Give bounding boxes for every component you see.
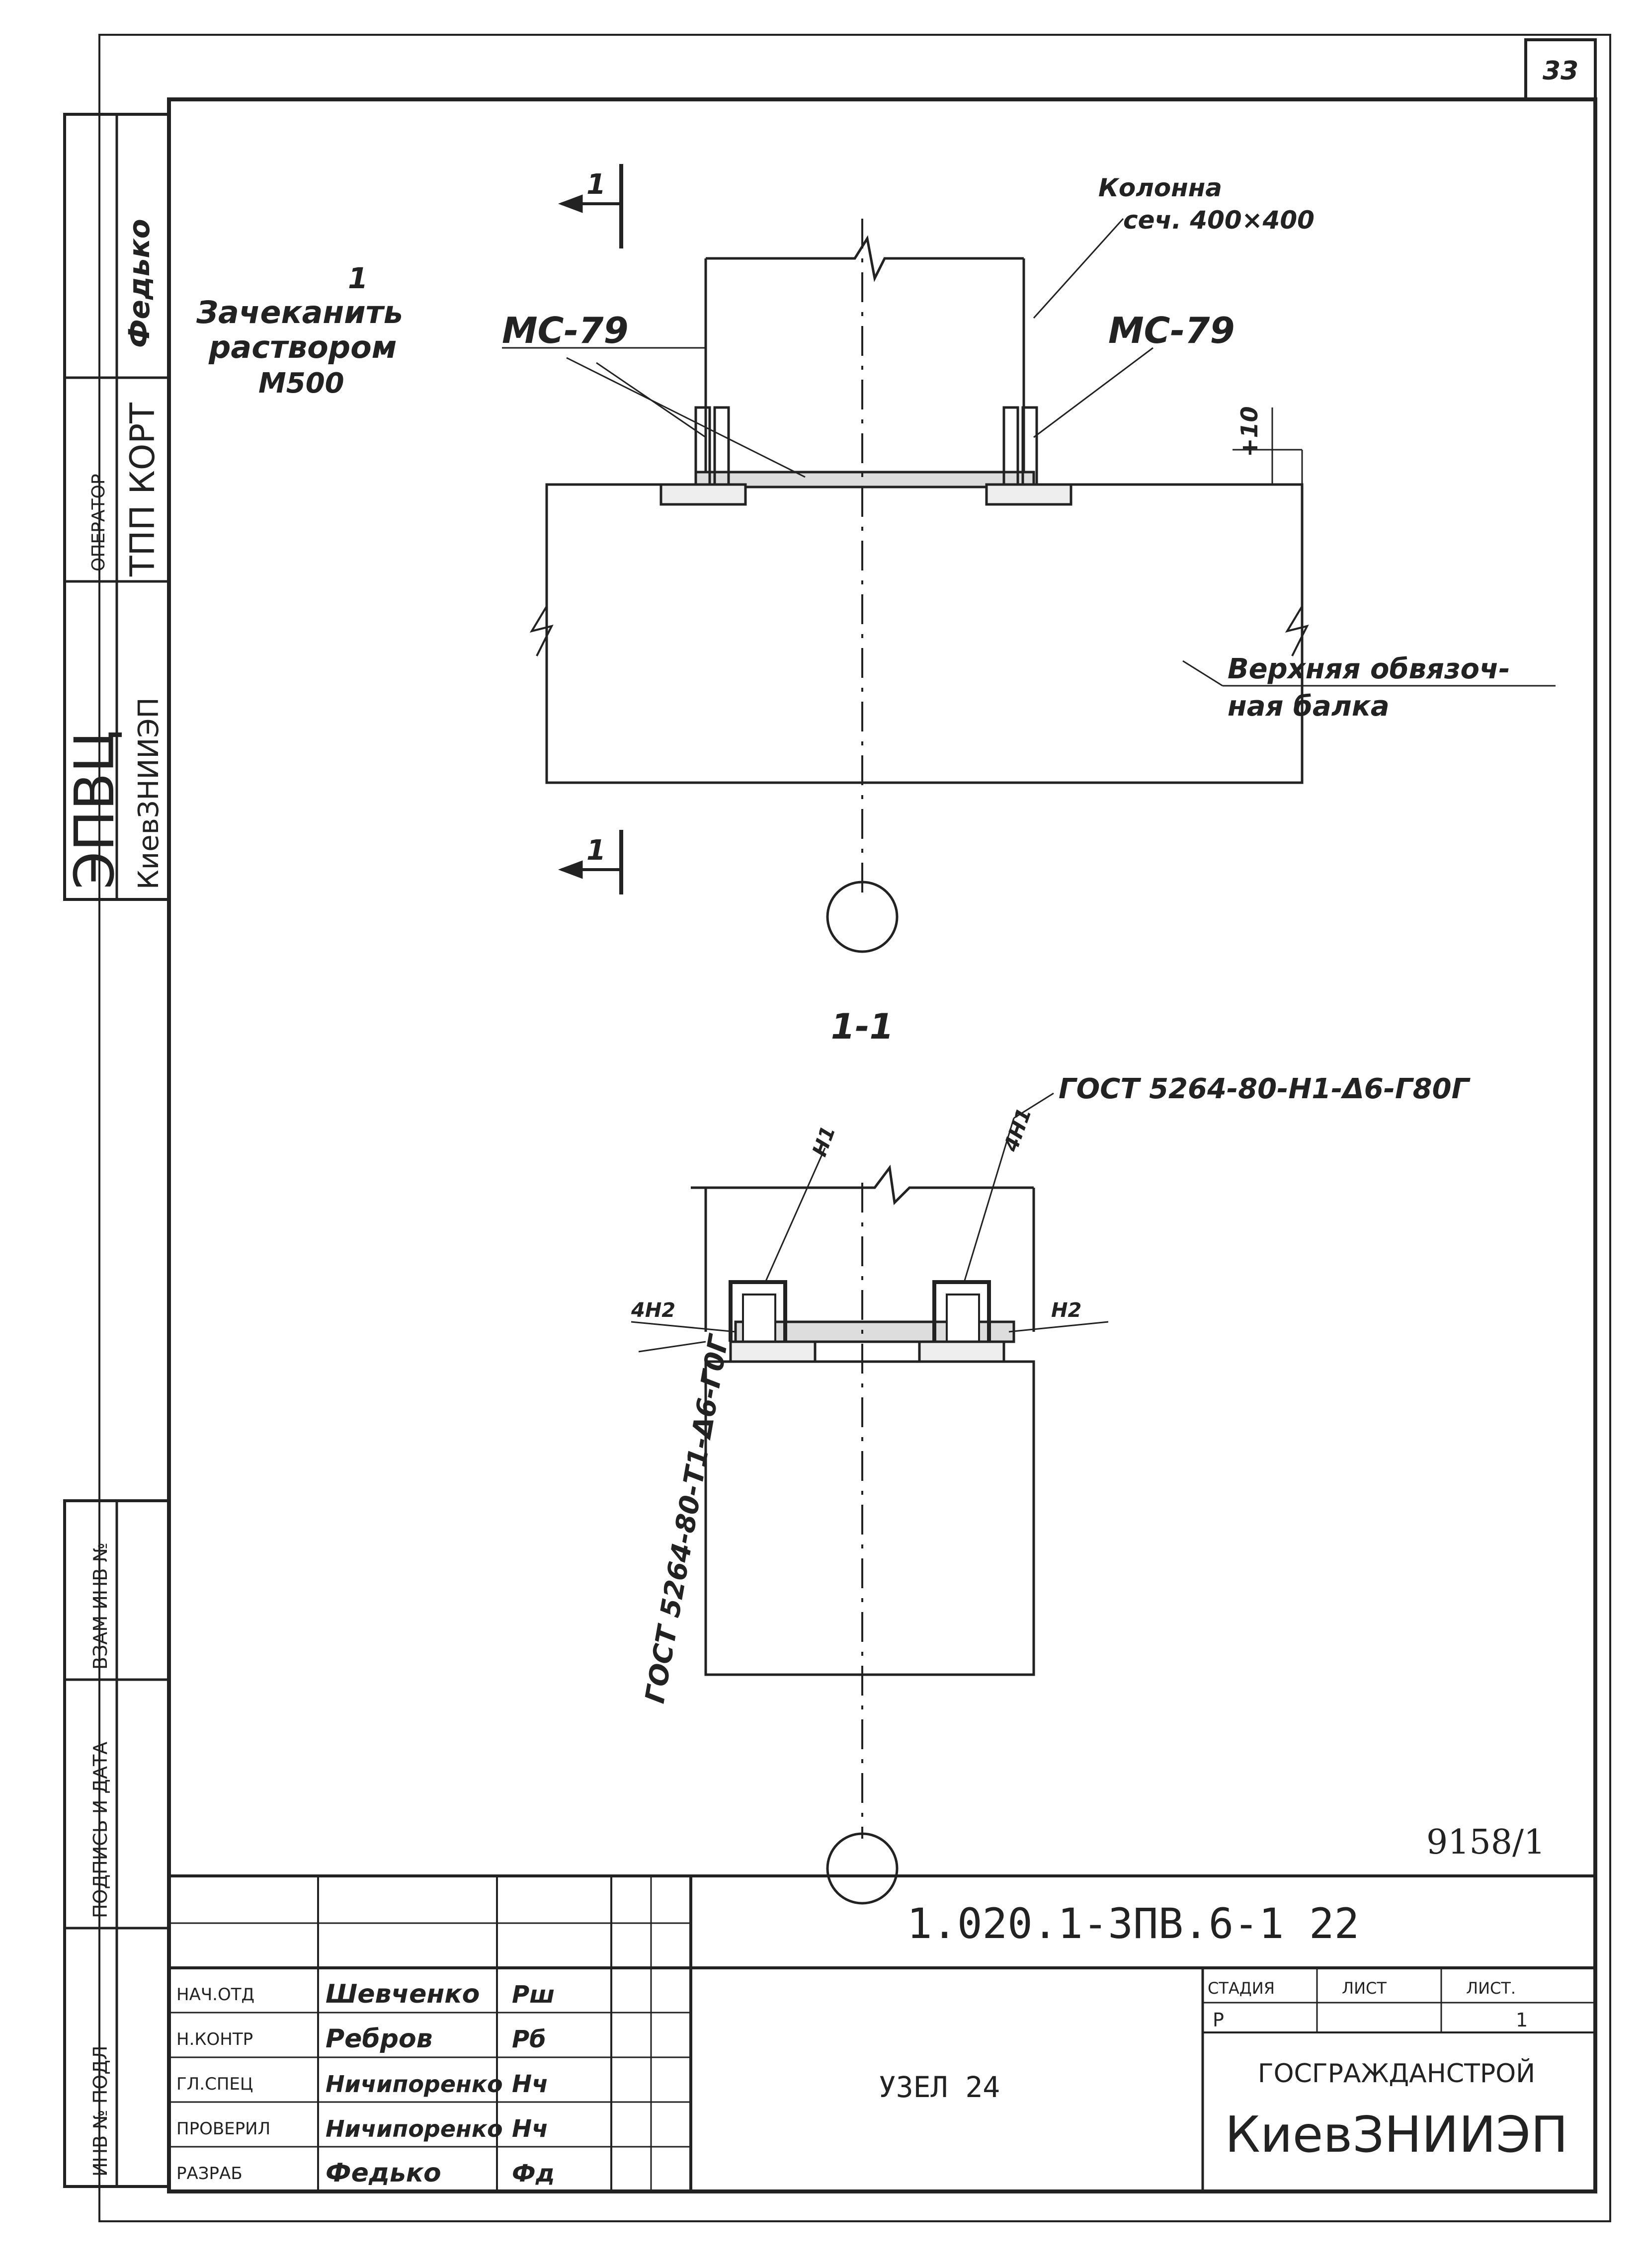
row2-role: Н.КОНТР xyxy=(176,2029,253,2049)
row5-sign: Фд xyxy=(512,2160,555,2187)
label-mc79-right: МС-79 xyxy=(1108,310,1235,351)
note-beam-line1: Верхняя обвязоч- xyxy=(1228,653,1510,685)
sheet-outer-border xyxy=(98,34,1611,2222)
org-line1: ГОСГРАЖДАНСТРОЙ xyxy=(1258,2058,1535,2089)
org-big: ЭПВЦ xyxy=(63,730,126,890)
anchor-right-1 xyxy=(1002,406,1019,486)
row2-sign: Рб xyxy=(512,2025,546,2053)
label-mc79-left: МС-79 xyxy=(502,310,629,351)
note-fill-line1: Зачеканить xyxy=(196,294,403,330)
anchor-left-1 xyxy=(694,406,711,486)
sheet-number-box xyxy=(1524,38,1597,101)
sheet-label: ЛИСТ xyxy=(1342,1979,1387,1998)
sheets-label: ЛИСТ. xyxy=(1466,1979,1516,1998)
row2-name: Ребров xyxy=(326,2024,433,2054)
podpis-data-label: ПОДПИСЬ И ДАТА xyxy=(89,1742,111,1918)
row3-role: ГЛ.СПЕЦ xyxy=(176,2074,253,2094)
note-fill-line3: М500 xyxy=(258,367,344,400)
row4-sign: Нч xyxy=(512,2115,548,2143)
row3-sign: Нч xyxy=(512,2070,548,2098)
row5-role: РАЗРАБ xyxy=(176,2164,243,2184)
label-n2: Н2 xyxy=(1051,1299,1081,1322)
operator-signature: Федько xyxy=(122,219,156,348)
note-fill-line2: раствором xyxy=(208,329,397,365)
note-column-line1: Колонна xyxy=(1098,173,1222,202)
row1-role: НАЧ.ОТД xyxy=(176,1985,254,2005)
embedded-part-right xyxy=(985,483,1072,506)
section-break-line xyxy=(691,1164,1034,1206)
stage-label: СТАДИЯ xyxy=(1208,1979,1275,1998)
weld-note-top: ГОСТ 5264-80-Н1-Δ6-Г80Г xyxy=(1059,1073,1471,1105)
section-mark-bottom-label: 1 xyxy=(586,834,606,867)
org-line2: КиевЗНИИЭП xyxy=(1225,2106,1568,2164)
anchor-right-2 xyxy=(1021,406,1038,486)
section-title: 1-1 xyxy=(831,1006,894,1047)
column-break-line xyxy=(706,235,1024,282)
label-n1: Н1 xyxy=(808,1123,840,1159)
axis-bubble-plan xyxy=(826,881,899,953)
label-4n1: 4Н1 xyxy=(999,1105,1036,1155)
weld-note-left: ГОСТ 5264-80-Т1-Δ6-Г0Г xyxy=(639,1331,735,1705)
row4-role: ПРОВЕРИЛ xyxy=(176,2119,270,2139)
row5-name: Федько xyxy=(326,2158,441,2188)
row4-name: Ничипоренко xyxy=(326,2115,503,2142)
axis-bubble-section xyxy=(826,1832,899,1905)
operator-caption: ОПЕРАТОР xyxy=(88,474,109,571)
sheets-value: 1 xyxy=(1516,2009,1528,2031)
note-beam-line2: ная балка xyxy=(1228,690,1390,723)
inv-podl-label: ИНВ № ПОДЛ xyxy=(89,2046,111,2177)
dim-right: +10 xyxy=(1236,406,1263,457)
row1-sign: Рш xyxy=(512,1981,555,2009)
note-column-line2: сеч. 400×400 xyxy=(1123,206,1315,235)
vzam-inv-label: ВЗАМ ИНВ № xyxy=(89,1542,111,1670)
note-fill-number: 1 xyxy=(348,261,368,295)
anchor-left-2 xyxy=(713,406,730,486)
section-mark-top-label: 1 xyxy=(586,168,606,201)
drawing-frame xyxy=(167,97,1597,2193)
inventory-number: 9158/1 xyxy=(1426,1823,1545,1862)
beam-outline xyxy=(545,483,1304,784)
sheet-number: 33 xyxy=(1543,56,1578,86)
operator-value: ТПП КОРТ xyxy=(123,403,163,577)
drawing-title: УЗЕЛ 24 xyxy=(879,2070,1000,2104)
row3-name: Ничипоренко xyxy=(326,2071,503,2098)
label-4n2: 4Н2 xyxy=(631,1299,675,1322)
doc-code: 1.020.1-3ПВ.6-1 22 xyxy=(907,1899,1359,1948)
org-small: КиевЗНИИЭП xyxy=(133,697,165,890)
row1-name: Шевченко xyxy=(326,1979,480,2009)
section-beam-outline xyxy=(704,1360,1035,1676)
stage-value: Р xyxy=(1213,2009,1224,2031)
embedded-part-left xyxy=(659,483,747,506)
